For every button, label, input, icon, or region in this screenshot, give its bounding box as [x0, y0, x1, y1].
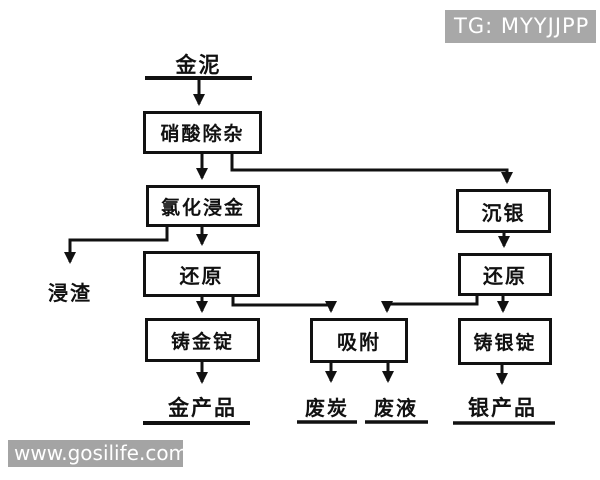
website-watermark-text: www.gosilife.com [14, 441, 189, 465]
edge-reduction-gold-to-adsorption [231, 297, 337, 313]
node-adsorption: 吸附 [310, 318, 408, 363]
label-waste-carbon: 废炭 [305, 396, 349, 420]
node-silver-precipitation: 沉银 [456, 189, 551, 233]
edge-reduction-silver-to-adsorption [381, 296, 479, 313]
edge-chloride-leach-to-leach-residue [64, 227, 169, 264]
node-cast-gold-ingot: 铸金锭 [145, 318, 260, 362]
node-nitric-acid-impurity-removal: 硝酸除杂 [143, 111, 262, 154]
label-waste-liquid: 废液 [374, 396, 418, 420]
label-leach-residue: 浸渣 [48, 281, 92, 305]
telegram-watermark-badge: TG: MYYJJPP [445, 10, 596, 43]
node-reduction-gold: 还原 [143, 251, 260, 297]
edge-nitric-removal-to-silver-precipitation [230, 154, 513, 184]
telegram-watermark-text: TG: MYYJJPP [454, 14, 590, 38]
label-silver-product: 银产品 [468, 396, 537, 420]
label-gold-product: 金产品 [168, 396, 237, 420]
node-reduction-silver: 还原 [458, 253, 552, 296]
website-watermark: www.gosilife.com [8, 440, 188, 467]
label-gold-mud: 金泥 [175, 53, 222, 77]
node-chloride-gold-leaching: 氯化浸金 [146, 185, 260, 227]
node-cast-silver-ingot: 铸银锭 [458, 318, 552, 365]
